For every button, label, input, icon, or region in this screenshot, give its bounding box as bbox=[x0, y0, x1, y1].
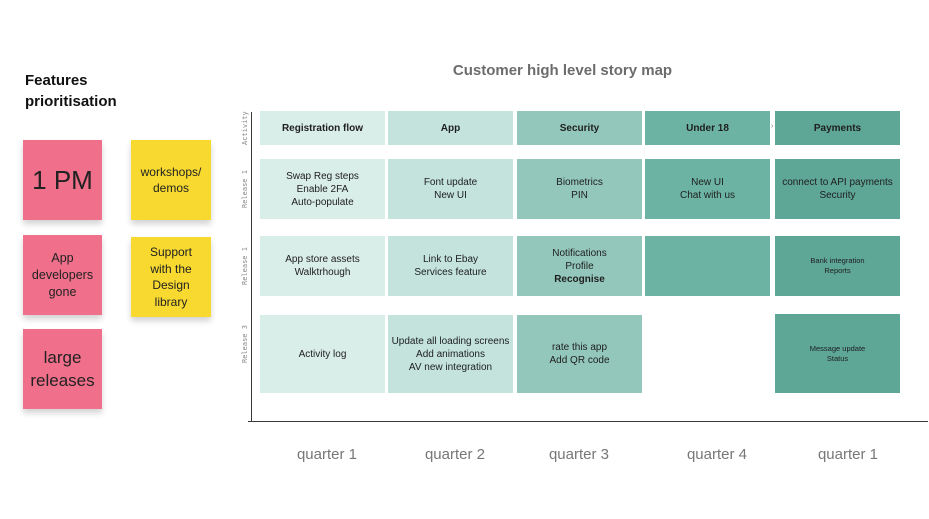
sticky-note-text: Design bbox=[152, 278, 190, 292]
sticky-note-workshops[interactable]: workshops/ demos bbox=[131, 140, 211, 220]
card-text: Security bbox=[819, 190, 856, 201]
card-text: Swap Reg steps bbox=[286, 170, 359, 182]
row-label-release-1b: Release 1 bbox=[241, 247, 249, 285]
features-title-line-2: prioritisation bbox=[25, 93, 117, 110]
sticky-note-1-pm[interactable]: 1 PM bbox=[23, 140, 102, 220]
card-text: New UI bbox=[434, 190, 467, 201]
sticky-note-text: library bbox=[154, 294, 188, 309]
card-text: Font update bbox=[423, 177, 478, 188]
sticky-note-text: 1 PM bbox=[32, 164, 93, 195]
sticky-note-text: developers bbox=[31, 267, 94, 282]
quarter-label-2: quarter 2 bbox=[424, 446, 486, 463]
card-text: Auto-populate bbox=[291, 196, 354, 208]
story-card-app-r1[interactable]: Font update New UI bbox=[388, 159, 513, 219]
story-card-payments-r3[interactable]: Message update Status bbox=[775, 314, 900, 393]
sticky-note-text: demos bbox=[152, 181, 190, 195]
sticky-note-text: releases bbox=[30, 371, 95, 390]
card-text: Reports bbox=[824, 266, 851, 275]
story-card-registration-r1b[interactable]: App store assets Walktrhough bbox=[260, 236, 385, 296]
card-text: Link to Ebay bbox=[422, 254, 479, 265]
card-text: Enable 2FA bbox=[296, 183, 349, 195]
sticky-note-app-developers[interactable]: App developers gone bbox=[23, 235, 102, 315]
sticky-note-support-design-library[interactable]: Support with the Design library bbox=[131, 237, 211, 317]
activity-card-security[interactable]: Security bbox=[517, 111, 642, 145]
card-text: Chat with us bbox=[679, 190, 736, 201]
features-title-line-1: Features bbox=[25, 72, 88, 89]
story-card-payments-r1b[interactable]: Bank integration Reports bbox=[775, 236, 900, 296]
story-card-security-r1[interactable]: Biometrics PIN bbox=[517, 159, 642, 219]
card-text: Notifications bbox=[552, 247, 607, 259]
card-text: connect to API payments bbox=[782, 177, 893, 188]
card-text: AV new integration bbox=[408, 361, 493, 373]
card-text: Registration flow bbox=[281, 122, 364, 134]
story-map-title: Customer high level story map bbox=[452, 62, 673, 79]
card-text: Update all loading screens bbox=[391, 335, 510, 347]
card-text: Status bbox=[826, 353, 849, 363]
activity-card-app[interactable]: App bbox=[388, 111, 513, 145]
sticky-note-text: Support bbox=[149, 245, 193, 259]
card-text: App store assets bbox=[285, 254, 360, 265]
row-label-release-3: Release 3 bbox=[241, 325, 249, 363]
sticky-note-text: gone bbox=[48, 284, 77, 299]
card-text: Activity log bbox=[298, 348, 347, 360]
story-card-under-18-r1b-empty[interactable] bbox=[645, 236, 770, 296]
activity-card-registration-flow[interactable]: Registration flow bbox=[260, 111, 385, 145]
story-card-registration-r1[interactable]: Swap Reg steps Enable 2FA Auto-populate bbox=[260, 159, 385, 219]
quarter-label-5: quarter 1 bbox=[817, 446, 879, 463]
sticky-note-text: with the bbox=[150, 261, 192, 276]
card-text: Under 18 bbox=[686, 122, 729, 134]
card-text: New UI bbox=[691, 177, 724, 188]
card-text: Services feature bbox=[414, 267, 487, 278]
card-text: Payments bbox=[813, 122, 862, 134]
story-card-payments-r1[interactable]: connect to API payments Security bbox=[775, 159, 900, 219]
horizontal-axis bbox=[248, 421, 928, 422]
card-text: App bbox=[440, 122, 461, 134]
card-text: PIN bbox=[571, 190, 588, 201]
card-text: Add animations bbox=[416, 348, 485, 360]
story-card-under-18-r1[interactable]: New UI Chat with us bbox=[645, 159, 770, 219]
activity-card-payments[interactable]: Payments bbox=[775, 111, 900, 145]
sticky-note-text: App bbox=[51, 250, 74, 265]
story-card-app-r3[interactable]: Update all loading screens Add animation… bbox=[388, 315, 513, 393]
sticky-note-text: large bbox=[43, 348, 82, 367]
story-card-app-r1b[interactable]: Link to Ebay Services feature bbox=[388, 236, 513, 296]
sticky-note-text: workshops/ bbox=[140, 165, 202, 179]
card-text: Security bbox=[559, 122, 600, 134]
card-text: Walktrhough bbox=[294, 267, 351, 278]
card-text: Biometrics bbox=[556, 177, 603, 188]
card-text: Recognise bbox=[554, 273, 605, 285]
card-text: Profile bbox=[565, 260, 594, 272]
sticky-note-large-releases[interactable]: large releases bbox=[23, 329, 102, 409]
vertical-axis bbox=[251, 112, 252, 422]
features-title: Features prioritisation bbox=[25, 70, 165, 112]
story-card-security-r3[interactable]: rate this app Add QR code bbox=[517, 315, 642, 393]
card-text: rate this app bbox=[551, 342, 608, 353]
activity-card-under-18[interactable]: Under 18 bbox=[645, 111, 770, 145]
quarter-label-1: quarter 1 bbox=[296, 446, 358, 463]
connector-arrow-icon: › bbox=[771, 123, 774, 130]
card-text: Message update bbox=[809, 343, 866, 353]
card-text: Bank integration bbox=[810, 256, 865, 265]
story-card-security-r1b[interactable]: Notifications Profile Recognise bbox=[517, 236, 642, 296]
row-label-release-1: Release 1 bbox=[241, 170, 249, 208]
card-text: Add QR code bbox=[549, 355, 610, 366]
quarter-label-3: quarter 3 bbox=[548, 446, 610, 463]
story-card-registration-r3[interactable]: Activity log bbox=[260, 315, 385, 393]
quarter-label-4: quarter 4 bbox=[686, 446, 748, 463]
